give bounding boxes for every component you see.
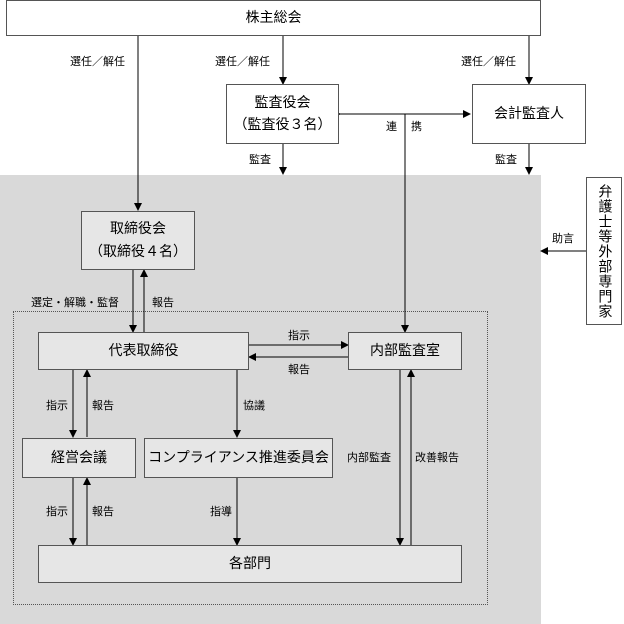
label-liaison-1: 連: [386, 120, 397, 133]
board-label: 取締役会: [110, 221, 166, 238]
internal-audit-office-label: 内部監査室: [370, 342, 440, 359]
board-count: （取締役４名）: [89, 243, 187, 260]
board-of-directors-box: 取締役会 （取締役４名）: [81, 211, 195, 270]
label-guidance: 指導: [210, 505, 232, 518]
external-experts-box: 弁護士等外部専門家: [586, 177, 622, 325]
representative-director-box: 代表取締役: [38, 332, 249, 370]
label-report-from-internal: 報告: [288, 363, 310, 376]
label-internal-audit: 内部監査: [347, 451, 391, 464]
accounting-auditor-box: 会計監査人: [472, 84, 586, 144]
label-improvement-report: 改善報告: [415, 451, 459, 464]
shareholders-meeting-label: 株主総会: [245, 9, 302, 26]
management-meeting-label: 経営会議: [51, 449, 107, 466]
label-board-oversight: 選定・解職・監督: [31, 296, 119, 309]
label-appoint-accounting: 選任／解任: [461, 55, 516, 68]
label-report-depts: 報告: [92, 505, 114, 518]
representative-director-label: 代表取締役: [108, 342, 179, 359]
label-advice: 助言: [552, 232, 574, 245]
label-report-mgmt: 報告: [92, 399, 114, 412]
compliance-committee-box: コンプライアンス推進委員会: [144, 438, 333, 478]
audit-board-label: 監査役会: [254, 94, 311, 111]
label-auditors-audit: 監査: [249, 153, 271, 166]
label-instruct-internal: 指示: [288, 329, 310, 342]
label-accounting-audit: 監査: [495, 153, 517, 166]
audit-board-count: （監査役３名）: [233, 117, 332, 133]
audit-board-box: 監査役会 （監査役３名）: [226, 84, 339, 144]
compliance-committee-label: コンプライアンス推進委員会: [148, 449, 329, 466]
external-experts-label: 弁護士等外部専門家: [596, 183, 613, 319]
label-report-to-board: 報告: [152, 296, 174, 309]
label-appoint-auditors: 選任／解任: [215, 55, 270, 68]
management-meeting-box: 経営会議: [22, 438, 136, 478]
label-appoint-board: 選任／解任: [70, 55, 125, 68]
label-instruct-mgmt: 指示: [46, 399, 68, 412]
internal-audit-office-box: 内部監査室: [348, 332, 462, 370]
label-instruct-depts: 指示: [46, 505, 68, 518]
shareholders-meeting-box: 株主総会: [6, 0, 541, 36]
label-consult: 協議: [243, 399, 265, 412]
departments-label: 各部門: [229, 555, 271, 572]
departments-box: 各部門: [38, 545, 462, 583]
executive-scope-frame: [13, 311, 488, 605]
label-liaison-2: 携: [411, 120, 422, 133]
accounting-auditor-label: 会計監査人: [494, 105, 564, 122]
